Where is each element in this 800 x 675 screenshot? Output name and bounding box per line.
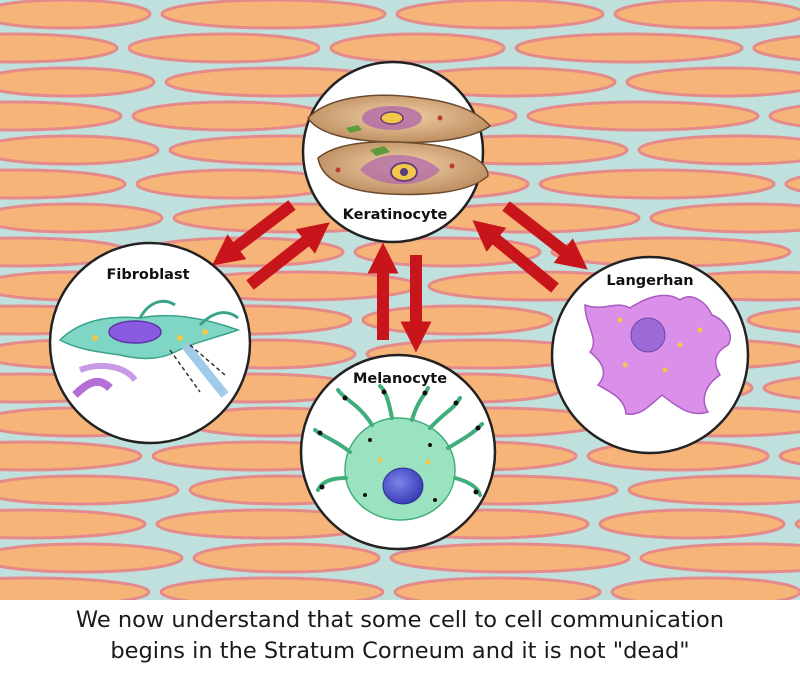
cell-communication-diagram: Keratinocyte Fibroblast [0, 0, 800, 600]
corneocyte [639, 542, 800, 574]
corneocyte [192, 542, 381, 574]
langerhan-node: Langerhan [550, 255, 750, 455]
corneocyte [637, 134, 800, 166]
keratinocyte-illustration [307, 94, 492, 196]
corneocyte [514, 32, 744, 64]
corneocyte [784, 175, 800, 193]
corneocyte [778, 446, 800, 466]
corneocyte [127, 32, 321, 64]
keratinocyte-label: Keratinocyte [343, 207, 448, 223]
corneocyte [159, 576, 385, 600]
fibroblast-label: Fibroblast [106, 267, 189, 283]
arrow-keratinocyte-to-langerhan [502, 201, 588, 270]
caption-line-1: We now understand that some cell to cell… [75, 607, 725, 633]
corneocyte [0, 474, 180, 506]
corneocyte [613, 0, 800, 30]
corneocyte [746, 306, 800, 334]
caption: We now understand that some cell to cell… [0, 600, 800, 675]
corneocyte [794, 518, 800, 530]
corneocyte [0, 66, 156, 98]
corneocyte [361, 304, 554, 336]
corneocyte [762, 376, 800, 400]
corneocyte [0, 576, 151, 600]
corneocyte [625, 66, 800, 98]
corneocyte [329, 32, 506, 64]
fibroblast-illustration [58, 299, 241, 398]
corneocyte [768, 104, 800, 128]
corneocyte [627, 474, 800, 506]
corneocyte [0, 202, 164, 234]
corneocyte [0, 508, 147, 540]
caption-line-2: begins in the Stratum Corneum and it is … [110, 638, 690, 664]
communication-arrows [212, 200, 588, 353]
langerhan-illustration [584, 294, 732, 415]
melanocyte-label: Melanocyte [353, 371, 447, 387]
corneocyte [0, 440, 143, 472]
corneocyte [160, 0, 387, 30]
corneocyte [0, 32, 119, 64]
corneocyte [649, 202, 800, 234]
langerhan-label: Langerhan [606, 273, 693, 289]
corneocyte [526, 100, 760, 132]
corneocyte [0, 168, 127, 200]
corneocyte [395, 0, 605, 30]
fibroblast-node: Fibroblast [48, 241, 252, 445]
corneocyte [0, 0, 152, 30]
corneocyte [610, 576, 800, 600]
arrow-keratinocyte-to-fibroblast [212, 200, 296, 266]
corneocyte [598, 508, 786, 540]
corneocyte [0, 134, 160, 166]
melanocyte-node: Melanocyte [299, 353, 497, 551]
corneocyte [0, 100, 123, 132]
corneocyte [393, 576, 602, 600]
keratinocyte-node: Keratinocyte [301, 60, 492, 244]
corneocyte [0, 542, 184, 574]
corneocyte [389, 542, 631, 574]
corneocyte [752, 34, 800, 62]
corneocyte [538, 168, 776, 200]
melanocyte-illustration [313, 384, 484, 521]
arrow-langerhan-to-keratinocyte [472, 220, 559, 293]
arrow-fibroblast-to-keratinocyte [246, 222, 330, 290]
corneocyte [131, 100, 329, 132]
